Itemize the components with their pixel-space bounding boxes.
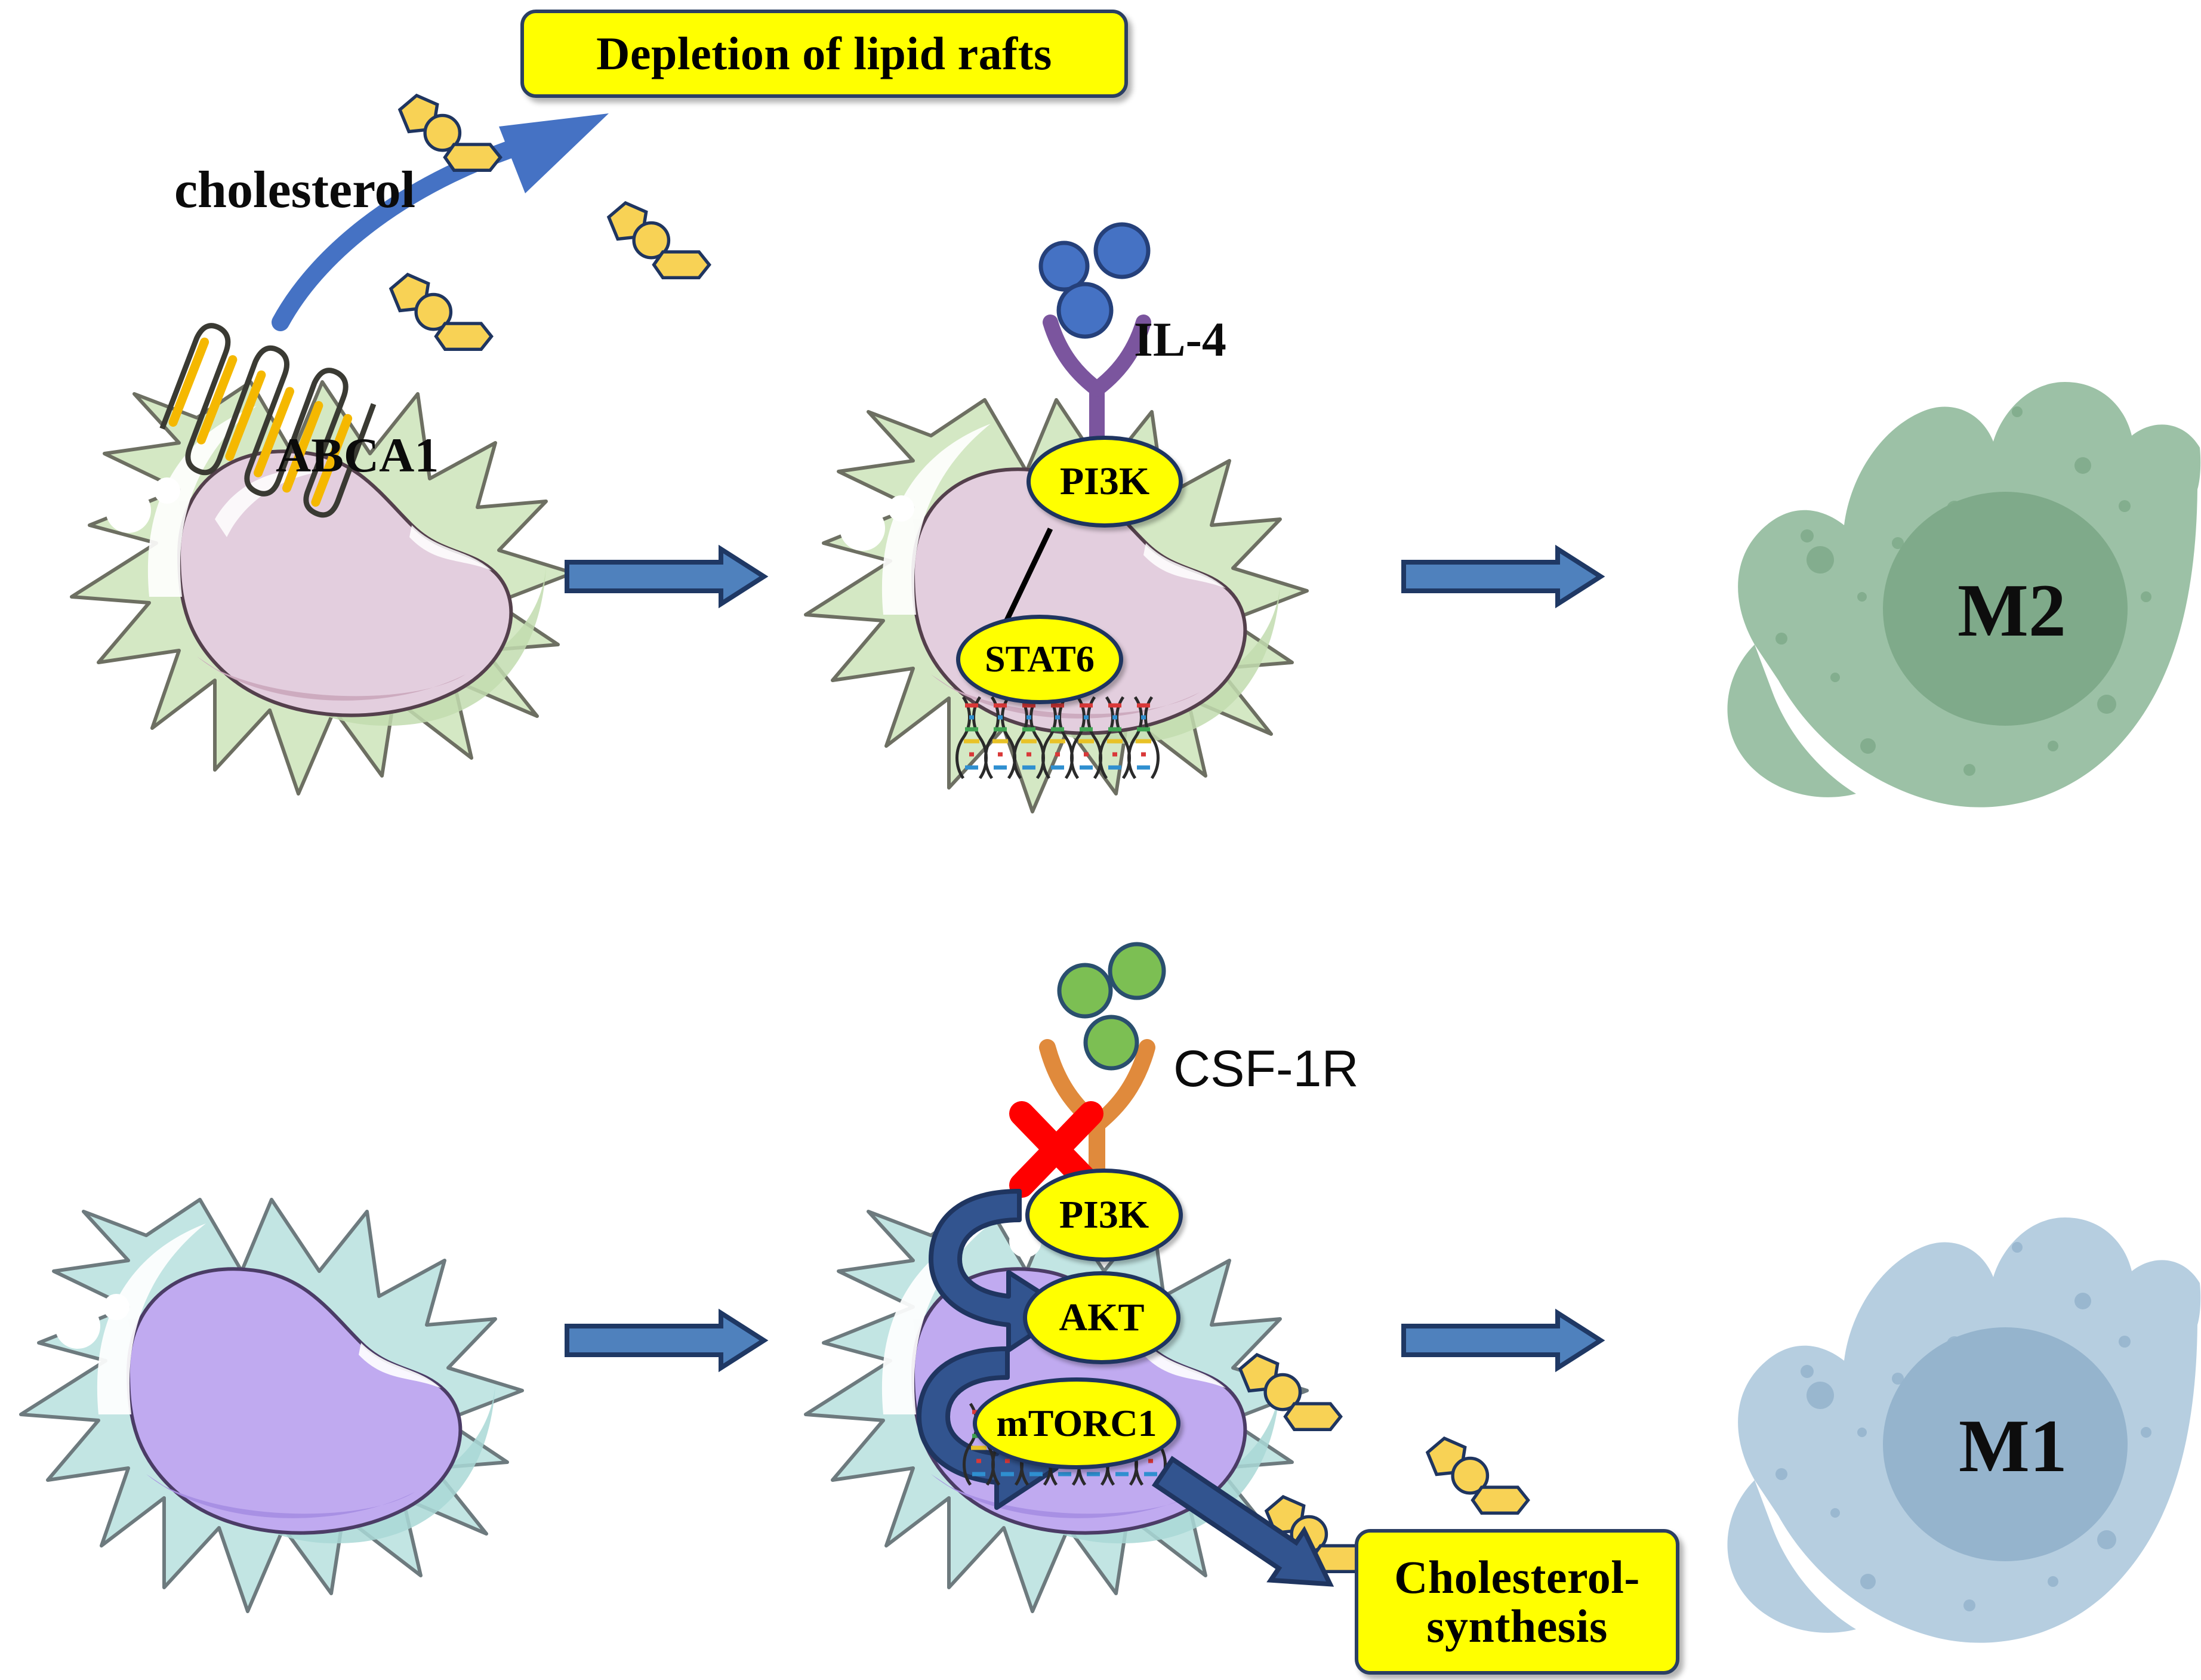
cholesterol-synthesis-arrow-icon [1151,1456,1334,1587]
macrophage-cell-resting [19,1198,524,1613]
pi3k-node-label: PI3K [1059,460,1150,503]
mtorc1-node-label: mTORC1 [996,1402,1157,1444]
il4-receptor-icon [1043,315,1151,485]
macrophage-cell-abca1 [70,380,575,796]
transition-arrow-icon [1404,549,1601,604]
m1-outcome-label: M1 [1959,1405,2067,1488]
il4-label: IL-4 [1134,312,1226,366]
pi3k-node-label: PI3K [1059,1193,1149,1237]
akt-node-label: AKT [1059,1296,1145,1339]
mtorc1-node: mTORC1 [973,1377,1180,1469]
pi3k-node-top: PI3K [1026,436,1183,528]
m1-macrophage-cell [1727,1217,2201,1643]
depletion-of-lipid-rafts-box: Depletion of lipid rafts [520,10,1128,98]
pi3k-node-bottom: PI3K [1025,1169,1183,1262]
akt-node: AKT [1023,1271,1180,1364]
abca1-transporter-icon [159,323,377,518]
cholesterol-synthesis-line1: Cholesterol- [1394,1551,1640,1604]
stat6-node-label: STAT6 [985,639,1095,680]
cholesterol-label: cholesterol [174,161,416,219]
transition-arrow-icon [567,1313,764,1368]
il4-ligand-icon [1038,222,1151,339]
m2-outcome-label: M2 [1958,569,2066,652]
transition-arrow-icon [567,549,764,604]
depletion-label: Depletion of lipid rafts [596,27,1052,80]
cholesterol-synthesis-line2: synthesis [1426,1600,1608,1652]
csf1r-ligand-icon [1057,942,1166,1071]
cholesterol-synthesis-box: Cholesterol- synthesis [1355,1529,1679,1675]
csf1r-label: CSF-1R [1173,1040,1359,1098]
m2-macrophage-cell [1727,382,2201,807]
abca1-label: ABCA1 [276,428,439,482]
transition-arrow-icon [1404,1313,1601,1368]
stat6-node: STAT6 [956,615,1123,704]
